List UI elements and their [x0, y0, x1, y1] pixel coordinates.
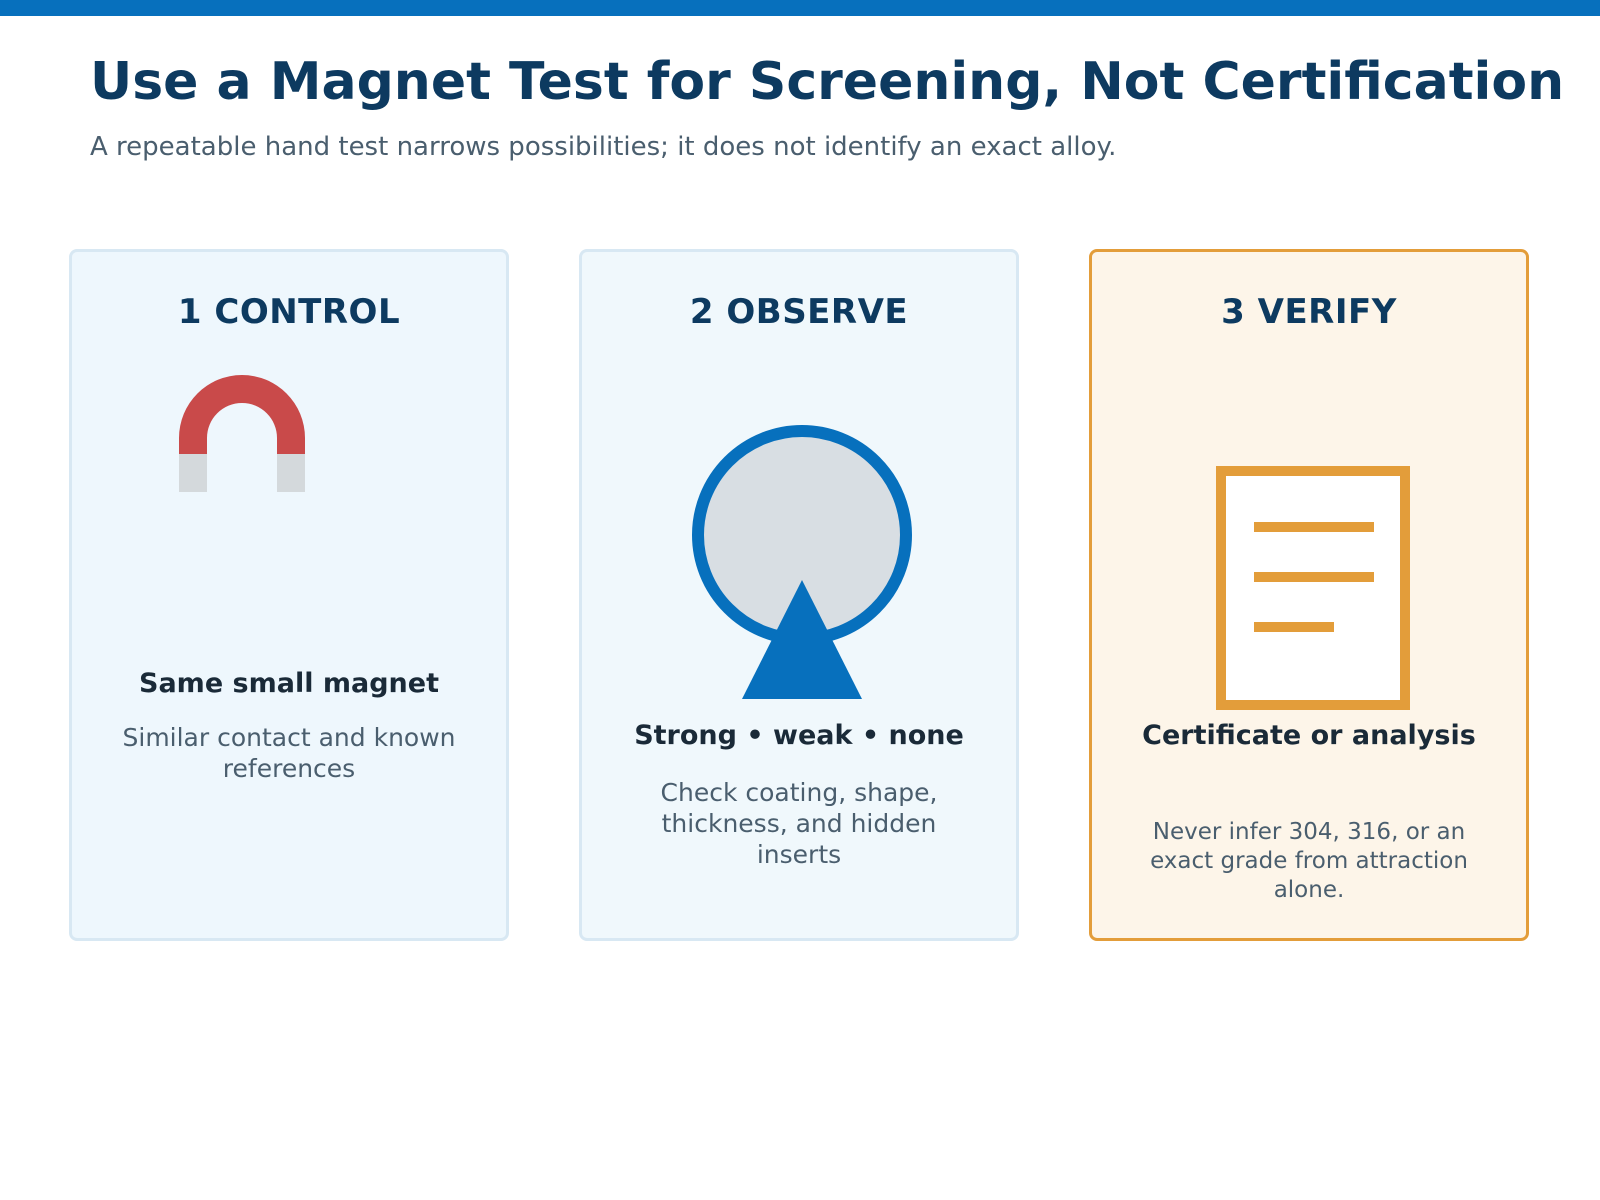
page-subtitle: A repeatable hand test narrows possibili…	[90, 132, 1117, 162]
step-description: Check coating, shape, thickness, and hid…	[660, 778, 938, 869]
page-title: Use a Magnet Test for Screening, Not Cer…	[90, 52, 1565, 112]
step-heading: Same small magnet	[139, 668, 439, 699]
top-accent-bar	[0, 0, 1600, 16]
document-icon	[1216, 466, 1410, 710]
step-description: Never infer 304, 316, or an exact grade …	[1150, 819, 1468, 903]
step-card-control: 1 CONTROL Same small magnet Similar cont…	[69, 249, 509, 941]
step-heading: Certificate or analysis	[1142, 720, 1476, 751]
pull-test-icon	[692, 425, 912, 699]
step-description: Similar contact and known references	[122, 723, 456, 783]
step-title: 2 OBSERVE	[689, 292, 909, 332]
step-card-observe: 2 OBSERVE Strong • weak • none Check coa…	[579, 249, 1019, 941]
step-card-verify: 3 VERIFY Certificate or analysis Never i…	[1089, 249, 1529, 941]
step-title: 3 VERIFY	[1221, 292, 1397, 332]
step-title: 1 CONTROL	[177, 292, 401, 332]
horseshoe-magnet-icon	[179, 375, 305, 492]
step-heading: Strong • weak • none	[634, 720, 964, 751]
